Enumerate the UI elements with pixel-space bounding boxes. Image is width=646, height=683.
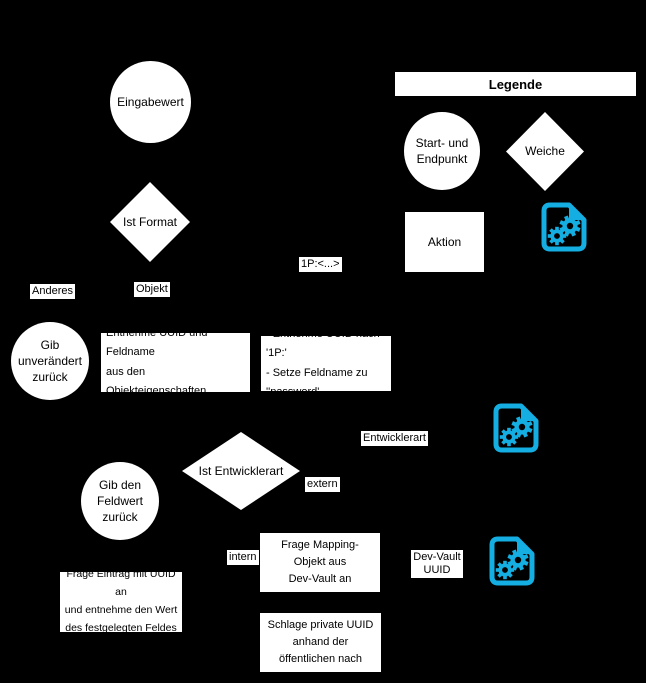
action-frage-mapping-objekt: Frage Mapping- Objekt aus Dev-Vault an [260,533,380,592]
decision-ist-entwicklerart-label: Ist Entwicklerart [198,463,284,478]
action-schlage-private-uuid: Schlage private UUID anhand der öffentli… [260,613,381,672]
action-frage-mapping-objekt-label: Frage Mapping- Objekt aus Dev-Vault an [281,538,359,586]
action-frage-eintrag-uuid-label: Frage Eintrag mit UUID an und entnehme d… [64,568,178,634]
legend-start-endpunkt-label: Start- und Endpunkt [415,135,469,166]
action-entnehme-uuid-1p: - Entnehme UUID nach '1P:' - Setze Feldn… [261,328,391,398]
edge-label-anderes: Anderes [30,284,75,299]
decision-ist-format: Ist Format [110,182,190,262]
document-gears-icon [492,402,540,455]
node-gib-feldwert-zurueck-label: Gib den Feldwert zurück [96,477,143,525]
node-gib-unveraendert-zurueck-label: Gib unverändert zurück [17,337,83,385]
legend-aktion-shape: Aktion [405,212,484,272]
edge-label-objekt: Objekt [134,282,170,297]
action-schlage-private-uuid-label: Schlage private UUID anhand der öffentli… [267,618,374,666]
edge-label-extern: extern [305,477,340,492]
action-frage-eintrag-uuid: Frage Eintrag mit UUID an und entnehme d… [60,568,182,634]
node-gib-unveraendert-zurueck: Gib unverändert zurück [11,322,89,400]
node-gib-feldwert-zurueck: Gib den Feldwert zurück [81,462,159,540]
legend-weiche-shape: Weiche [506,112,584,191]
node-eingabewert-label: Eingabewert [117,94,184,109]
edge-label-1p-format: 1P:<...> [299,257,342,272]
document-gears-icon [540,201,588,254]
legend-start-endpunkt-shape: Start- und Endpunkt [404,112,480,190]
edge-label-dev-vault-uuid: Dev-Vault UUID [411,550,463,578]
node-eingabewert: Eingabewert [110,61,191,143]
legend-aktion-label: Aktion [427,234,462,249]
action-entnehme-uuid-1p-label: - Entnehme UUID nach '1P:' - Setze Feldn… [266,328,380,398]
edge-label-intern: intern [227,550,259,565]
action-entnehme-uuid-feldname: Entnehme UUID und Feldname aus den Objek… [101,327,250,397]
legend-header: Legende [395,72,636,96]
decision-ist-entwicklerart: Ist Entwicklerart [182,432,300,510]
legend-weiche-label: Weiche [525,144,565,159]
action-entnehme-uuid-feldname-label: Entnehme UUID und Feldname aus den Objek… [106,327,208,397]
legend-title: Legende [488,76,543,92]
edge-label-entwicklerart: Entwicklerart [361,431,428,446]
decision-ist-format-label: Ist Format [122,214,177,229]
document-gears-icon [488,535,536,588]
